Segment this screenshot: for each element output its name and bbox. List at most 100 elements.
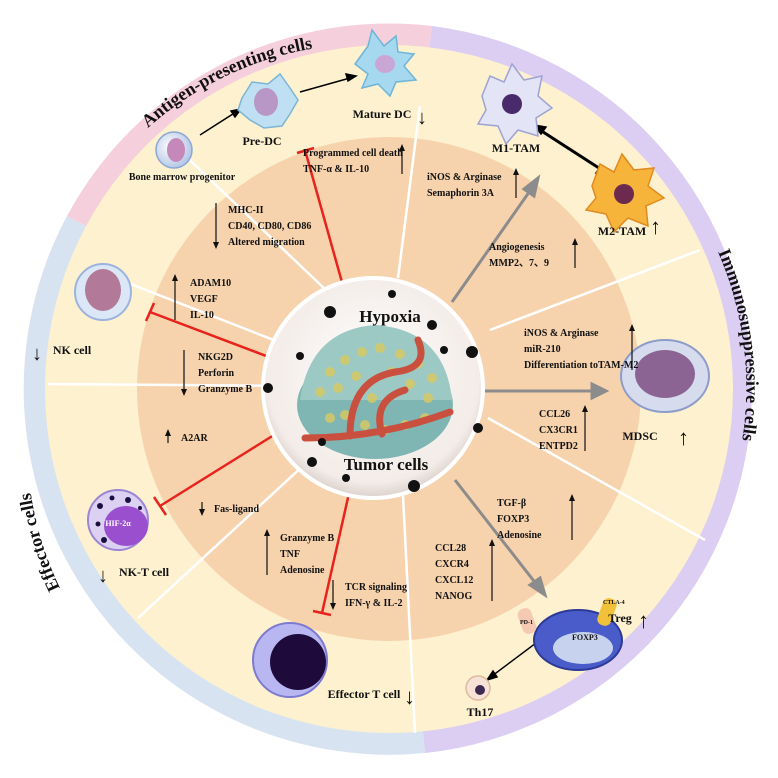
- arrow-bm-to-predc: [199, 111, 237, 136]
- factor-label: FOXP3: [497, 514, 529, 525]
- factor-label: CXCR4: [435, 559, 469, 570]
- arrow-predc-to-maturedc: [299, 77, 351, 93]
- factor-label: iNOS & Arginase: [524, 328, 599, 339]
- down-arrow-icon: [213, 242, 219, 249]
- label-pre-dc: Pre-DC: [242, 134, 281, 148]
- factor-label: IL-10: [190, 310, 214, 321]
- promote-line-m2tam: [450, 187, 534, 303]
- cell-mdsc: [620, 339, 710, 413]
- sector-dividers: [47, 105, 706, 734]
- label-th17: Th17: [467, 705, 494, 719]
- factor-label: NANOG: [435, 591, 472, 602]
- divider-line: [396, 105, 422, 279]
- label-nk: NK cell: [53, 343, 92, 357]
- arrow-up-mdsc: ↑: [678, 425, 689, 450]
- hypoxia-label: Hypoxia: [359, 307, 421, 326]
- up-arrow-icon: [582, 405, 588, 412]
- promote-line-treg: [453, 479, 539, 586]
- label-ctla4: CTLA-4: [603, 600, 625, 606]
- arrow-m1-m2: [539, 128, 603, 172]
- inhibit-bar-nk: [144, 302, 156, 322]
- factor-label: Granzyme B: [198, 384, 252, 395]
- factor-label: TGF-β: [497, 498, 526, 509]
- divider-line: [487, 416, 706, 542]
- inhibit-line-dc: [303, 149, 347, 294]
- up-arrow-icon: [569, 494, 575, 501]
- factor-label: Differentiation toTAM-M2: [524, 360, 638, 371]
- cell-th17: [465, 675, 491, 701]
- factor-label: MHC-II: [228, 205, 264, 216]
- blood-vessel: [301, 336, 454, 442]
- factor-label: A2AR: [181, 433, 208, 444]
- cell-nkt: [87, 489, 149, 551]
- divider-line: [137, 451, 319, 619]
- down-arrow-icon: [330, 603, 336, 610]
- divider-line: [174, 145, 329, 293]
- label-hif: HIF-2α: [105, 519, 131, 528]
- up-arrow-icon: [489, 539, 495, 546]
- promotion-lines: [450, 174, 610, 599]
- factor-label: CCL26: [539, 409, 570, 420]
- up-arrow-icon: [172, 274, 178, 281]
- up-arrow-icon: [399, 144, 405, 151]
- factor-label: ENTPD2: [539, 441, 578, 452]
- cell-bone-marrow: [155, 131, 193, 169]
- arrow-up-treg: ↑: [638, 608, 649, 633]
- factor-label: Semaphorin 3A: [427, 188, 495, 199]
- label-mature-dc: Mature DC: [353, 107, 412, 121]
- cell-m1-tam: [476, 62, 554, 146]
- cell-nk: [74, 263, 132, 321]
- down-arrow-icon: [199, 509, 205, 516]
- cell-mature-dc: [353, 28, 418, 98]
- factor-label: CCL28: [435, 543, 466, 554]
- factor-label: CX3CR1: [539, 425, 578, 436]
- tumor-cells-label: Tumor cells: [344, 455, 429, 474]
- factor-label: Adenosine: [497, 530, 542, 541]
- inhibit-line-nkt: [159, 423, 291, 508]
- inhibition-lines: [144, 146, 354, 617]
- up-arrow-icon: [572, 238, 578, 245]
- factor-label: ADAM10: [190, 278, 231, 289]
- cell-m2-tam: [584, 152, 666, 234]
- arrow-down-effector-t: ↓: [404, 684, 415, 709]
- inhibit-bar-dc: [296, 146, 315, 155]
- inhibit-line-nk: [149, 310, 283, 364]
- label-mdsc: MDSC: [622, 429, 657, 443]
- promote-arrowhead-mdsc: [590, 381, 610, 401]
- arrowhead: [485, 669, 499, 682]
- factor-label: CXCL12: [435, 575, 473, 586]
- factor-label: Altered migration: [228, 237, 305, 248]
- inhibit-bar-tcell: [312, 609, 332, 617]
- up-arrow-icon: [513, 168, 519, 175]
- arrow-down-nkt: ↓: [98, 565, 108, 587]
- cell-treg: [517, 598, 623, 671]
- cell-effector-t: [252, 622, 328, 698]
- granule-dots: [95, 495, 142, 543]
- inhibit-bar-nkt: [152, 496, 168, 516]
- factor-label: Fas-ligand: [214, 504, 259, 515]
- hypoxia-dots: [263, 290, 483, 492]
- factor-label: TCR signaling: [345, 582, 407, 593]
- factor-label: CD40, CD80, CD86: [228, 221, 311, 232]
- cell-pre-dc: [237, 72, 299, 129]
- inhibit-line-tcell: [320, 479, 354, 614]
- divider-line: [47, 382, 295, 388]
- up-arrow-icon: [165, 429, 171, 436]
- arrow-down-nk: ↓: [32, 343, 42, 365]
- factor-label: TNF: [280, 549, 300, 560]
- label-m1-tam: M1-TAM: [492, 141, 540, 155]
- label-nkt: NK-T cell: [119, 565, 170, 579]
- arrow-up-m2-tam: ↑: [650, 214, 661, 239]
